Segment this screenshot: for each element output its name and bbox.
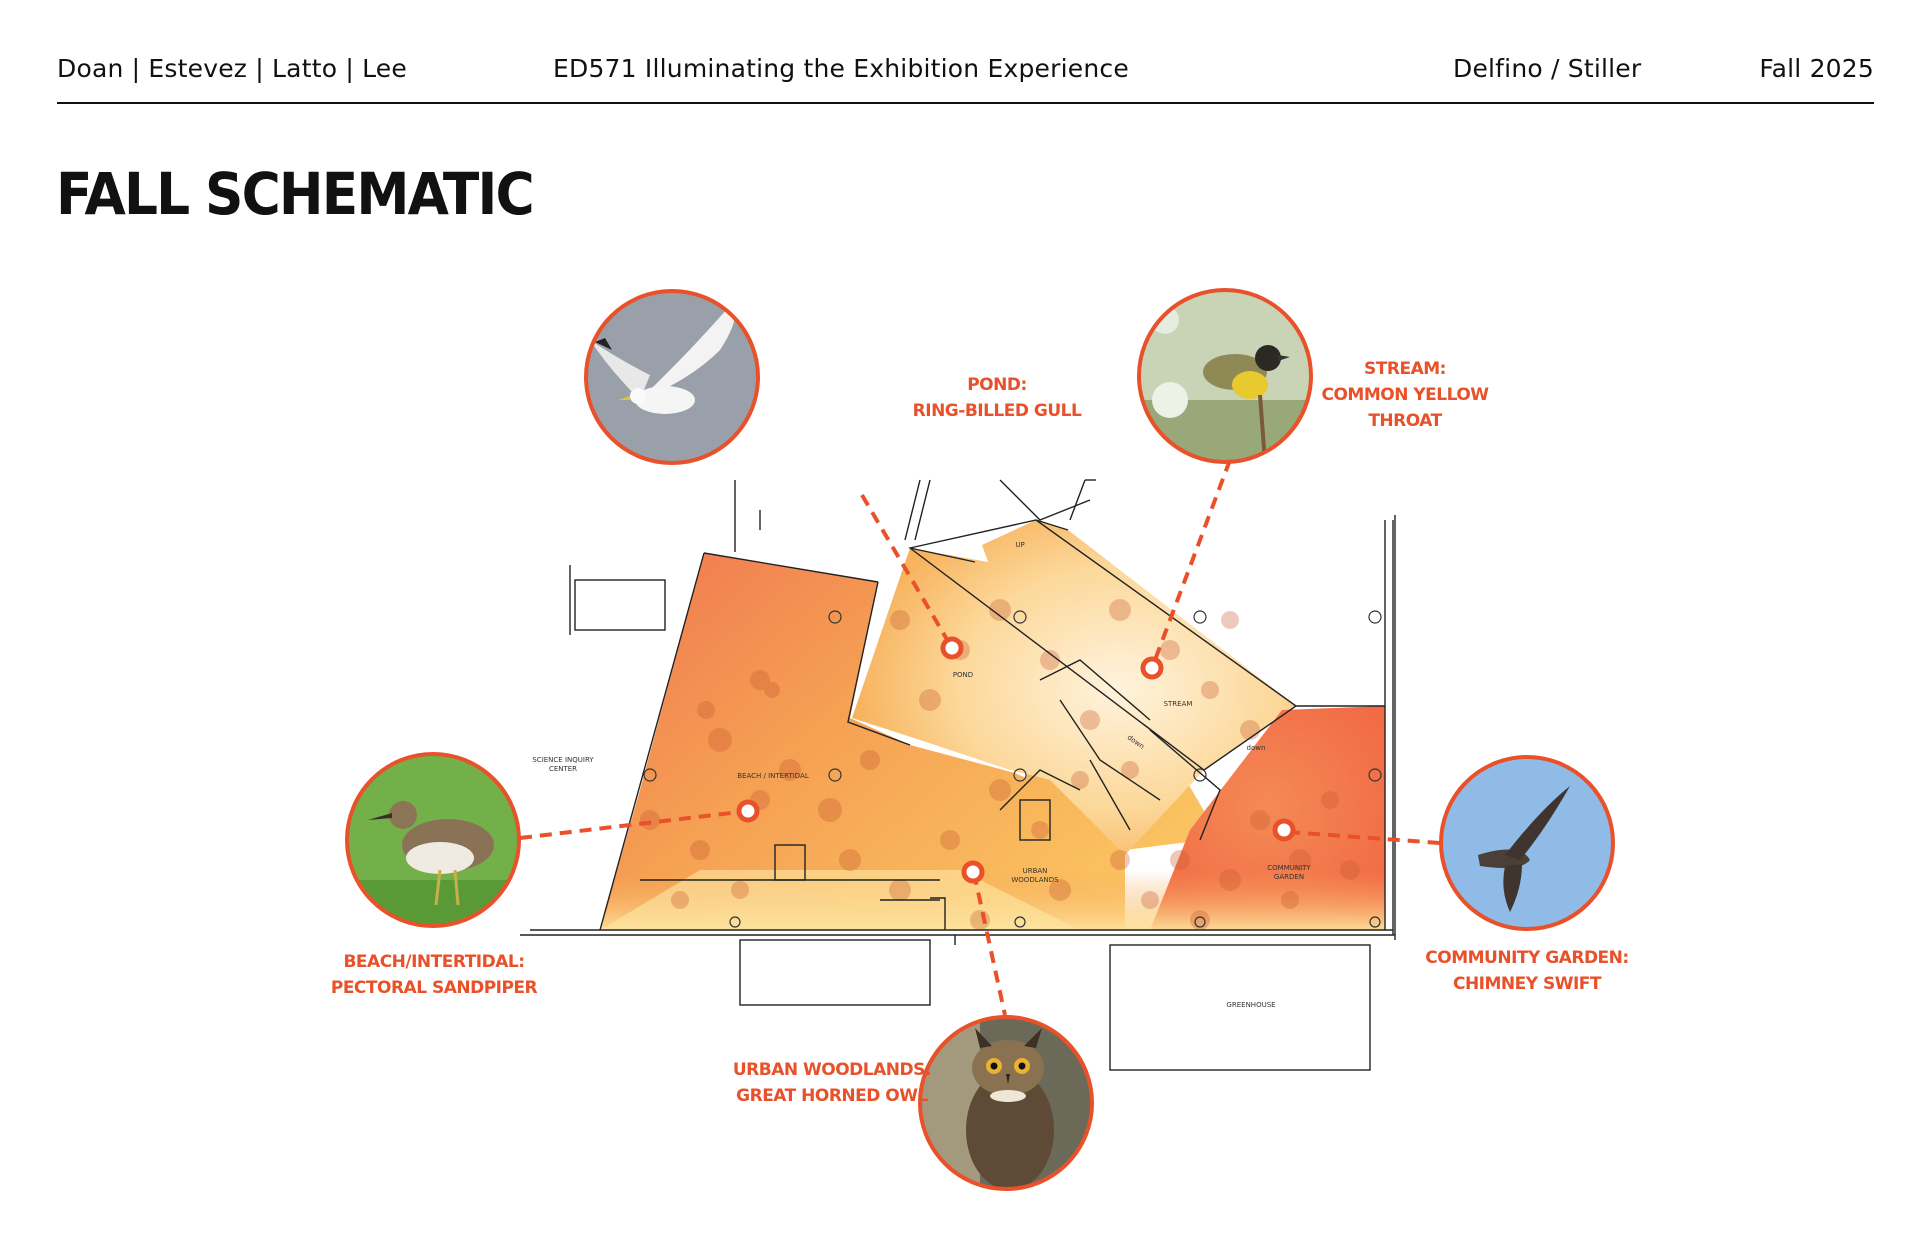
woodlands-marker	[961, 860, 985, 884]
woodlands-callout: URBAN WOODLANDS:GREAT HORNED OWL	[732, 1060, 932, 1106]
floor-plan-walls	[520, 479, 1396, 1071]
pond-marker	[940, 636, 964, 660]
stream-marker	[1140, 656, 1164, 680]
beach-marker	[736, 799, 760, 823]
term-text: Fall 2025	[1759, 54, 1874, 83]
course-title: ED571 Illuminating the Exhibition Experi…	[553, 54, 1129, 83]
leaf-shadow-pattern	[640, 599, 1360, 930]
swift-photo	[1439, 755, 1615, 931]
column-markers	[643, 610, 1382, 928]
page-header: Doan | Estevez | Latto | Lee ED571 Illum…	[57, 50, 1874, 104]
gull-photo	[584, 289, 760, 465]
room-label-greenhouse: GREENHOUSE	[1226, 1001, 1276, 1009]
garden-callout: COMMUNITY GARDEN:CHIMNEY SWIFT	[1425, 948, 1629, 994]
authors-text: Doan | Estevez | Latto | Lee	[57, 54, 407, 83]
room-label-pond: POND	[952, 671, 974, 679]
pond-callout: POND:RING-BILLED GULL	[912, 375, 1082, 421]
instructors-text: Delfino / Stiller	[1453, 54, 1642, 83]
heatmap-overlay	[600, 520, 1385, 930]
zone-markers	[736, 636, 1296, 884]
leader-lines	[519, 459, 1441, 1016]
yellowthroat-photo	[1137, 288, 1313, 464]
garden-marker	[1272, 818, 1296, 842]
room-label-up: UP	[1015, 541, 1025, 549]
owl-photo	[918, 1015, 1094, 1191]
page-title: FALL SCHEMATIC	[56, 160, 535, 228]
room-label-stream: STREAM	[1163, 700, 1193, 708]
room-label-down-2: down	[1246, 744, 1266, 752]
room-label-beach: BEACH / INTERTIDAL	[737, 772, 809, 780]
beach-callout: BEACH/INTERTIDAL:PECTORAL SANDPIPER	[330, 952, 538, 998]
sandpiper-photo	[345, 752, 521, 928]
